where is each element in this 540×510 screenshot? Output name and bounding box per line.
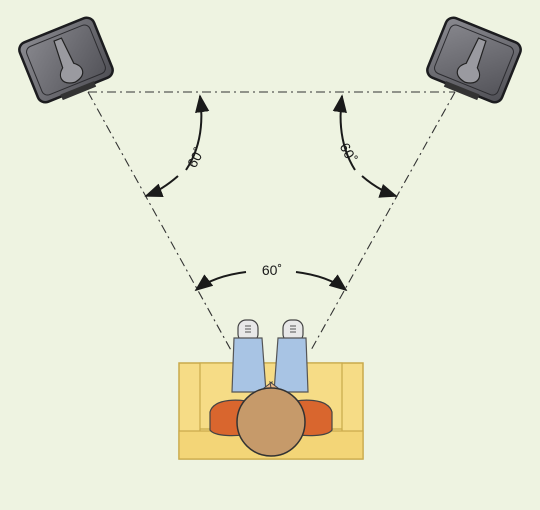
head xyxy=(236,387,306,457)
right-speaker-icon xyxy=(426,16,522,104)
angle-arcs xyxy=(144,94,398,292)
arc-bottom-right xyxy=(295,271,348,292)
arc-top-left-lower xyxy=(144,175,179,198)
left-speaker-icon xyxy=(18,16,114,104)
angle-label-top-right: 60˚ xyxy=(337,140,361,165)
arc-top-right xyxy=(332,94,356,171)
line-right-speaker-to-listener xyxy=(309,91,456,353)
arc-top-right-lower xyxy=(361,175,398,198)
line-left-speaker-to-listener xyxy=(87,91,233,353)
listener-icon xyxy=(178,319,364,460)
arc-top-left xyxy=(185,94,210,171)
legs xyxy=(231,337,267,393)
angle-label-bottom: 60˚ xyxy=(262,262,282,278)
triangle-lines xyxy=(87,91,456,353)
arc-bottom-left xyxy=(194,271,247,292)
